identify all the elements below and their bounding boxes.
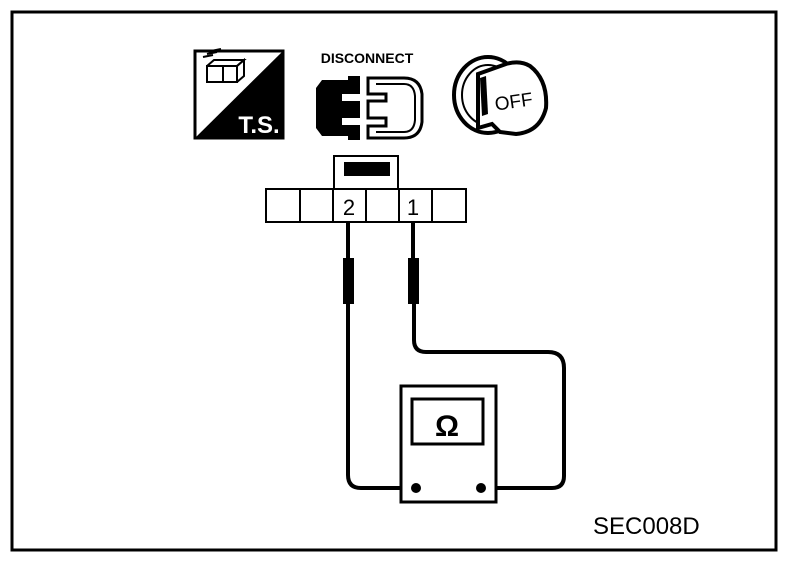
- harness-connector: 2 1: [265, 155, 467, 223]
- connector-pin-1-label: 1: [407, 195, 419, 220]
- test-lead-pin-1: [408, 222, 566, 490]
- ohm-symbol: Ω: [435, 410, 459, 443]
- figure-code: SEC008D: [593, 513, 700, 540]
- disconnect-label: DISCONNECT: [321, 50, 414, 66]
- ohmmeter-display: [410, 397, 485, 446]
- connector-lock-bar: [344, 162, 390, 176]
- connector-pin-dividers: [299, 189, 433, 222]
- ignition-off-label: OFF: [494, 89, 535, 115]
- ohmmeter-terminal-left: [411, 483, 421, 493]
- ts-label: T.S.: [238, 112, 279, 139]
- connector-pin-2-label: 2: [343, 195, 355, 220]
- test-lead-pin-2: [343, 222, 412, 490]
- trouble-shooting-icon: T.S.: [193, 48, 285, 140]
- ohmmeter-terminal-right: [476, 483, 486, 493]
- ignition-key-off-icon: OFF: [452, 55, 549, 137]
- connector-sketch-icon: [202, 48, 247, 83]
- ohmmeter: Ω: [399, 384, 498, 504]
- disconnect-icon: DISCONNECT: [316, 50, 424, 140]
